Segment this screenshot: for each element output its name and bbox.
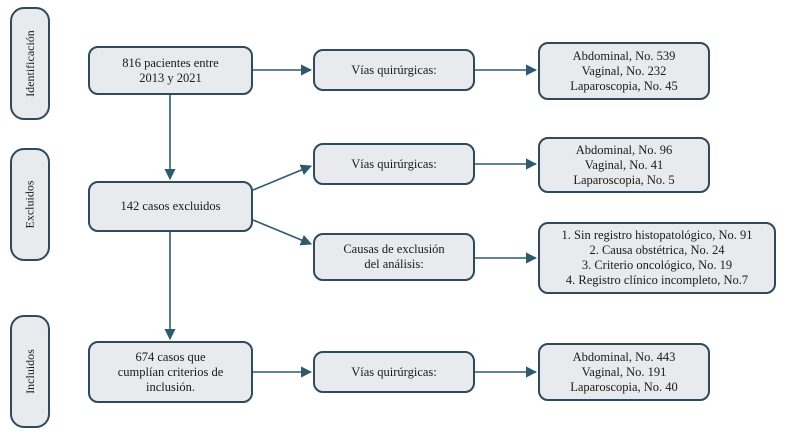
node-result-total-line-3: Laparoscopia, No. 45 bbox=[570, 78, 678, 93]
node-result-total-line-1: Abdominal, No. 539 bbox=[572, 48, 676, 63]
node-included-line-1: 674 casos que bbox=[135, 349, 206, 364]
node-result-included-line-1: Abdominal, No. 443 bbox=[572, 349, 676, 364]
node-total-line-1: 816 pacientes entre bbox=[122, 55, 219, 70]
node-excluded-line-1: 142 casos excluidos bbox=[120, 199, 221, 213]
node-result-excluded-line-1: Abdominal, No. 96 bbox=[575, 142, 673, 157]
node-exclusion-causes: Causas de exclusión del análisis: bbox=[313, 233, 475, 281]
node-routes-included: Vías quirúrgicas: bbox=[313, 351, 475, 393]
node-causes-line-2: del análisis: bbox=[364, 257, 424, 271]
node-causes-line-1: Causas de exclusión bbox=[343, 242, 445, 256]
node-routes-excluded-line-1: Vías quirúrgicas: bbox=[351, 156, 437, 171]
node-result-included-line-2: Vaginal, No. 191 bbox=[581, 364, 667, 379]
node-routes-included-line-1: Vías quirúrgicas: bbox=[351, 364, 437, 379]
node-result-excluded: Abdominal, No. 96 Vaginal, No. 41 Laparo… bbox=[538, 137, 710, 193]
node-result-included-line-3: Laparoscopia, No. 40 bbox=[570, 379, 678, 394]
node-total-line-2: 2013 y 2021 bbox=[139, 70, 202, 85]
node-result-causes: 1. Sin registro histopatológico, No. 91 … bbox=[538, 222, 776, 294]
phase-included: Incluidos bbox=[10, 315, 50, 428]
node-result-causes-line-4: 4. Registro clínico incompleto, No.7 bbox=[565, 273, 749, 287]
node-routes-excluded: Vías quirúrgicas: bbox=[313, 143, 475, 185]
node-result-included: Abdominal, No. 443 Vaginal, No. 191 Lapa… bbox=[538, 343, 710, 401]
node-included-line-2: cumplían criterios de bbox=[117, 364, 224, 379]
node-included-line-3: inclusión. bbox=[146, 379, 195, 394]
node-routes-total-line-1: Vías quirúrgicas: bbox=[351, 62, 437, 77]
phase-excluded: Excluidos bbox=[10, 148, 50, 261]
node-excluded-cases: 142 casos excluidos bbox=[88, 181, 253, 232]
arrow-excluded-to-routes bbox=[252, 164, 313, 191]
node-result-total: Abdominal, No. 539 Vaginal, No. 232 Lapa… bbox=[538, 42, 710, 100]
node-result-causes-line-3: 3. Criterio oncológico, No. 19 bbox=[581, 258, 733, 272]
node-result-excluded-line-3: Laparoscopia, No. 5 bbox=[573, 172, 675, 187]
node-result-causes-line-1: 1. Sin registro histopatológico, No. 91 bbox=[561, 228, 753, 242]
node-result-excluded-line-2: Vaginal, No. 41 bbox=[584, 157, 664, 172]
node-result-total-line-2: Vaginal, No. 232 bbox=[581, 63, 667, 78]
node-included-cases: 674 casos que cumplían criterios de incl… bbox=[88, 341, 253, 403]
node-total-patients: 816 pacientes entre 2013 y 2021 bbox=[88, 46, 253, 95]
node-routes-total: Vías quirúrgicas: bbox=[313, 49, 475, 91]
phase-identification: Identificación bbox=[10, 7, 50, 120]
node-result-causes-line-2: 2. Causa obstétrica, No. 24 bbox=[589, 243, 725, 257]
arrow-excluded-to-causes bbox=[252, 219, 313, 246]
